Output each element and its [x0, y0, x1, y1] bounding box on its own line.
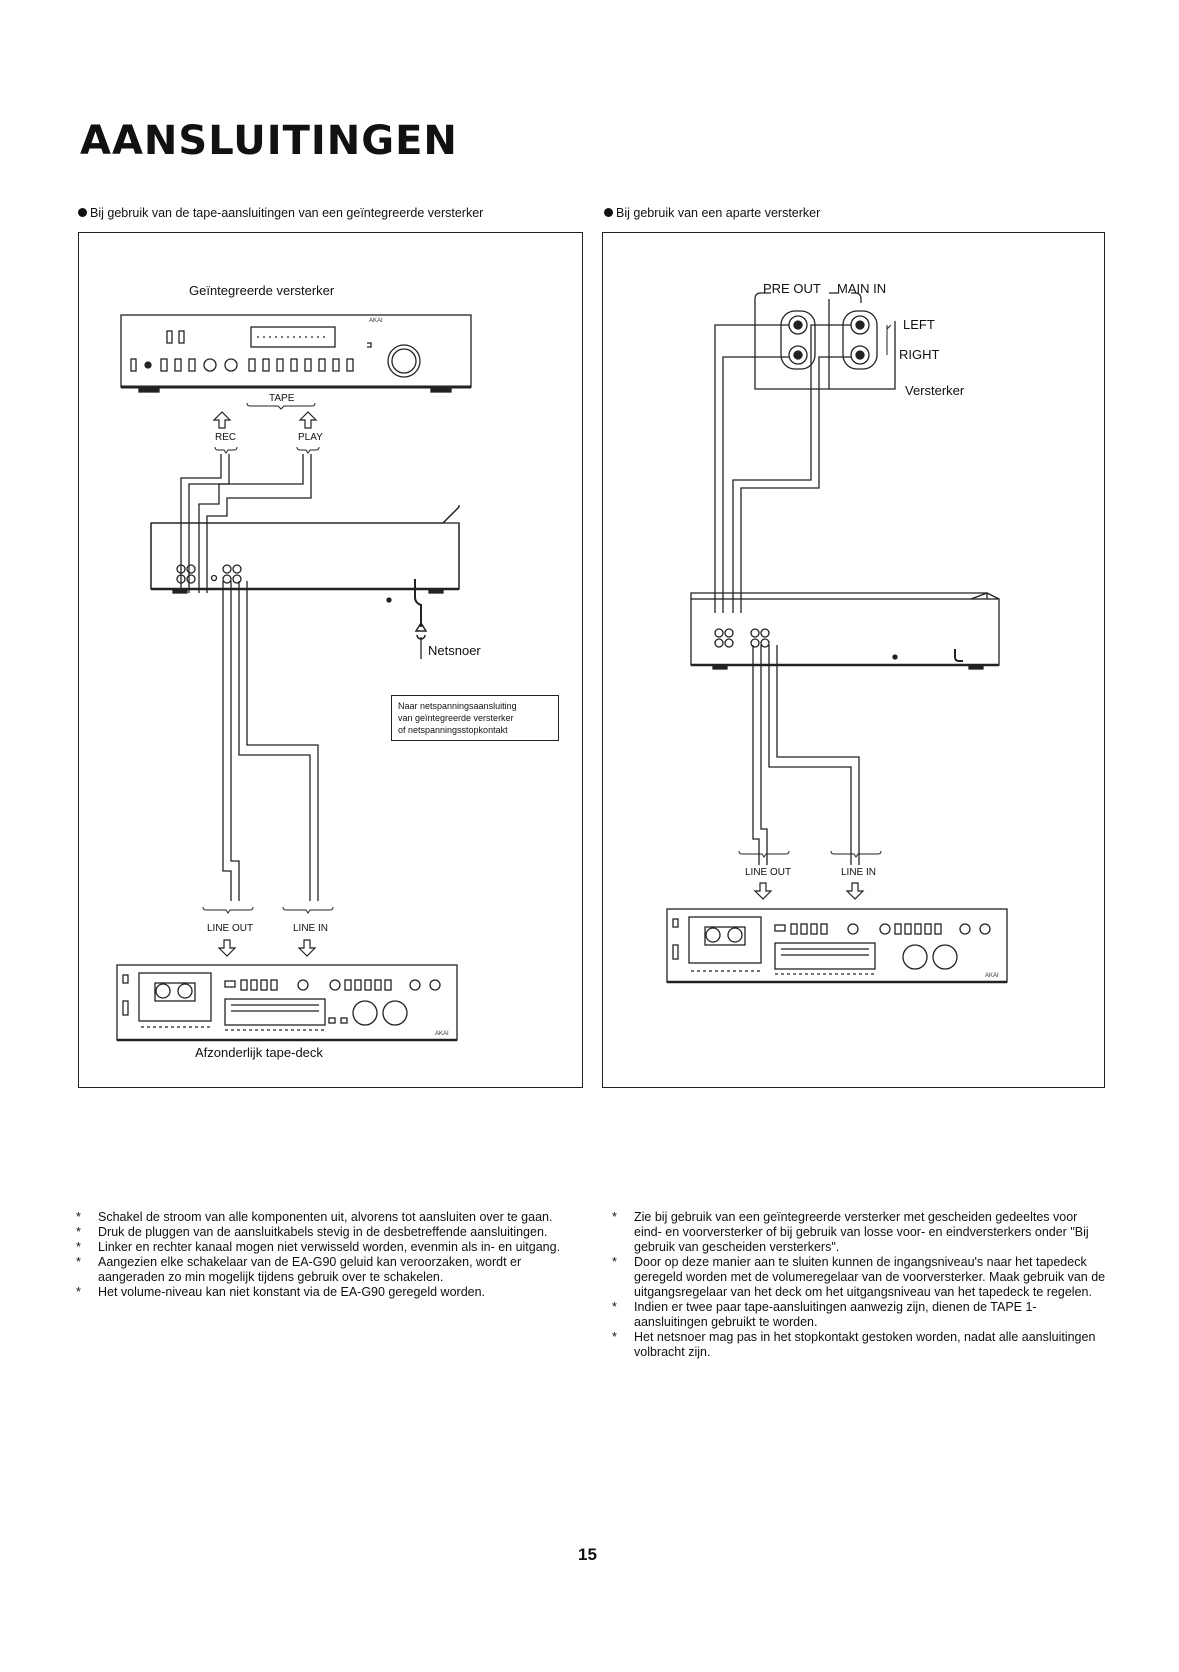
amplifier-label: Geïntegreerde versterker: [189, 283, 335, 298]
tape-deck-illustration: [666, 908, 1008, 984]
processor-unit-illustration: [690, 592, 1000, 670]
diagram-integrated-amplifier: Geïntegreerde versterker AKAI TAPE REC P…: [78, 232, 583, 1088]
play-label: PLAY: [298, 432, 323, 443]
note-item: *Schakel de stroom van alle komponenten …: [76, 1210, 553, 1224]
line-out-label: LINE OUT: [745, 867, 792, 878]
line-in-arrow-icon: [845, 882, 865, 900]
rec-arrow-icon: [212, 411, 232, 429]
note-marker: *: [612, 1255, 617, 1269]
line-out-label: LINE OUT: [207, 923, 254, 934]
integrated-amplifier-illustration: [120, 314, 472, 393]
note-marker: *: [76, 1240, 81, 1254]
notes-list-left: *Schakel de stroom van alle komponenten …: [76, 1210, 570, 1300]
note-marker: *: [612, 1210, 617, 1224]
notes-list-right: *Zie bij gebruik van een geïntegreerde v…: [612, 1210, 1106, 1360]
wiring-diagram-right: [666, 292, 1008, 984]
amplifier-terminal-panel: [754, 292, 896, 390]
caption-right: Bij gebruik van een aparte versterker: [604, 206, 820, 220]
brand-label: AKAI: [369, 318, 383, 324]
line-out-arrow-icon: [217, 939, 237, 957]
note-item: *Aangezien elke schakelaar van de EA-G90…: [76, 1255, 522, 1284]
note-marker: *: [76, 1225, 81, 1239]
deck-label: Afzonderlijk tape-deck: [195, 1045, 323, 1060]
note-marker: *: [76, 1285, 81, 1299]
note-item: *Het netsnoer mag pas in het stopkontakt…: [612, 1330, 1096, 1359]
diagram-separate-amplifier: PRE OUT MAIN IN LEFT RIGHT Versterker LI…: [602, 232, 1105, 1088]
left-channel-label: LEFT: [903, 317, 935, 332]
note-item: *Linker en rechter kanaal mogen niet ver…: [76, 1240, 561, 1254]
deck-brand-label: AKAI: [435, 1031, 449, 1037]
right-channel-label: RIGHT: [899, 347, 940, 362]
power-cord: [414, 579, 422, 627]
line-in-arrow-icon: [297, 939, 317, 957]
note-item: *Het volume-niveau kan niet konstant via…: [76, 1285, 486, 1299]
deck-brand-label: AKAI: [985, 973, 999, 979]
note-item: *Zie bij gebruik van een geïntegreerde v…: [612, 1210, 1089, 1254]
note-item: *Indien er twee paar tape-aansluitingen …: [612, 1300, 1037, 1329]
processor-unit-illustration: [150, 505, 460, 603]
page-number: 15: [578, 1545, 597, 1564]
line-out-arrow-icon: [753, 882, 773, 900]
bullet-icon: [604, 208, 613, 217]
note-item: *Druk de pluggen van de aansluitkabels s…: [76, 1225, 548, 1239]
bullet-icon: [78, 208, 87, 217]
note-marker: *: [612, 1330, 617, 1344]
rec-label: REC: [215, 432, 237, 443]
note-item: *Door op deze manier aan te sluiten kunn…: [612, 1255, 1106, 1299]
power-cord-label: Netsnoer: [428, 643, 481, 658]
main-in-label: MAIN IN: [837, 281, 887, 296]
page-title: AANSLUITINGEN: [80, 118, 458, 164]
note-marker: *: [76, 1210, 81, 1224]
tape-deck-illustration: [116, 964, 458, 1042]
caption-left: Bij gebruik van de tape-aansluitingen va…: [78, 206, 483, 220]
mains-note-box: Naar netspanningsaansluiting van geïnteg…: [391, 695, 559, 741]
tape-label: TAPE: [269, 393, 295, 404]
line-in-label: LINE IN: [293, 923, 329, 934]
wiring-diagram-left: [116, 314, 472, 1042]
pre-out-label: PRE OUT: [763, 281, 821, 296]
note-marker: *: [612, 1300, 617, 1314]
line-in-label: LINE IN: [841, 867, 877, 878]
amplifier-label: Versterker: [905, 383, 965, 398]
note-marker: *: [76, 1255, 81, 1269]
play-arrow-icon: [298, 411, 318, 429]
